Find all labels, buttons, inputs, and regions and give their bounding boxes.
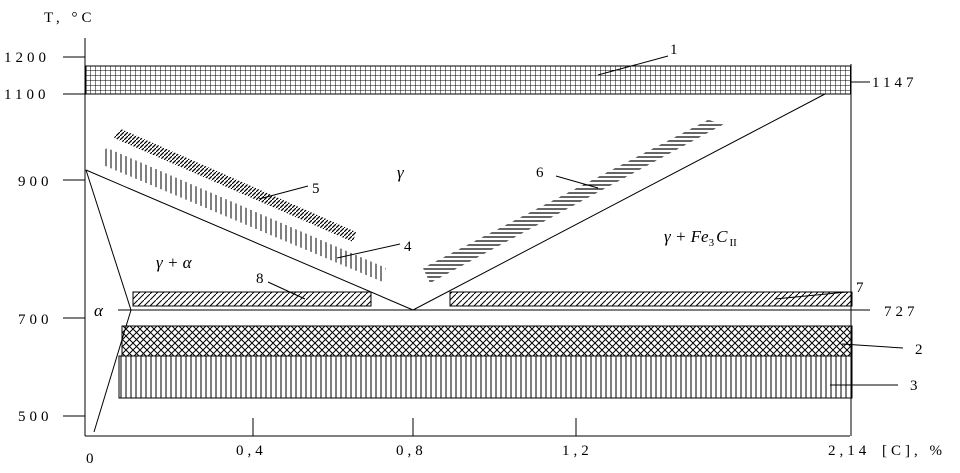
leader-5 — [258, 185, 309, 200]
phase-gamma-fe3c-c: C — [716, 227, 728, 246]
leader-lines — [258, 55, 904, 386]
callout-4: 4 — [404, 239, 416, 255]
callout-5: 5 — [312, 181, 324, 197]
a3-line — [85, 169, 414, 311]
phase-gamma-alpha: γ + α — [156, 253, 193, 272]
leader-6 — [555, 175, 599, 189]
callout-8: 8 — [256, 271, 268, 287]
leader-1 — [597, 55, 669, 76]
zone-2-band — [121, 325, 853, 357]
zone-6-strip — [423, 120, 724, 283]
alpha-boundary-upper — [85, 169, 132, 311]
zone-5-strip — [114, 129, 356, 242]
phase-gamma-fe3c-main: γ + Fe — [664, 227, 709, 246]
label-1147: 1147 — [872, 75, 917, 91]
x-tick-label-1-2: 1,2 — [562, 443, 593, 459]
y-tick-label-900: 900 — [18, 174, 53, 190]
leader-2 — [841, 343, 904, 349]
callout-1: 1 — [670, 42, 682, 58]
zone-4-strip — [103, 148, 386, 282]
leader-8 — [267, 281, 306, 300]
y-tick-label-500: 500 — [18, 409, 53, 425]
phase-gamma: γ — [397, 163, 405, 182]
y-tick-label-1200: 1200 — [4, 50, 50, 66]
zone-7-bar — [449, 291, 853, 307]
y-tick-label-700: 700 — [18, 312, 53, 328]
x-tick-label-0: 0 — [86, 451, 98, 467]
x-tick-label-2-14: 2,14 — [828, 443, 870, 459]
y-axis-title: T, °C — [44, 10, 96, 26]
callout-6: 6 — [536, 165, 548, 181]
phase-lines — [85, 93, 870, 433]
x-axis-unit: [C], % — [882, 443, 946, 459]
phase-gamma-fe3c-subII: II — [729, 237, 737, 249]
acm-line — [412, 93, 826, 311]
phase-gamma-fe3c-sub3: 3 — [709, 237, 715, 249]
axes — [63, 38, 852, 437]
x-tick-label-0-4: 0,4 — [236, 443, 267, 459]
zone-8-bar — [132, 291, 372, 307]
phase-alpha: α — [94, 301, 104, 320]
y-tick-label-1100: 1100 — [4, 87, 49, 103]
zone-1-band — [85, 65, 852, 95]
label-727: 727 — [884, 304, 919, 320]
x-tick-label-0-8: 0,8 — [396, 443, 427, 459]
leader-4 — [336, 243, 401, 259]
callout-7: 7 — [856, 280, 868, 296]
callout-2: 2 — [915, 342, 927, 358]
leader-7 — [774, 291, 848, 300]
zone-3-band — [118, 355, 853, 399]
callout-3: 3 — [910, 378, 922, 394]
